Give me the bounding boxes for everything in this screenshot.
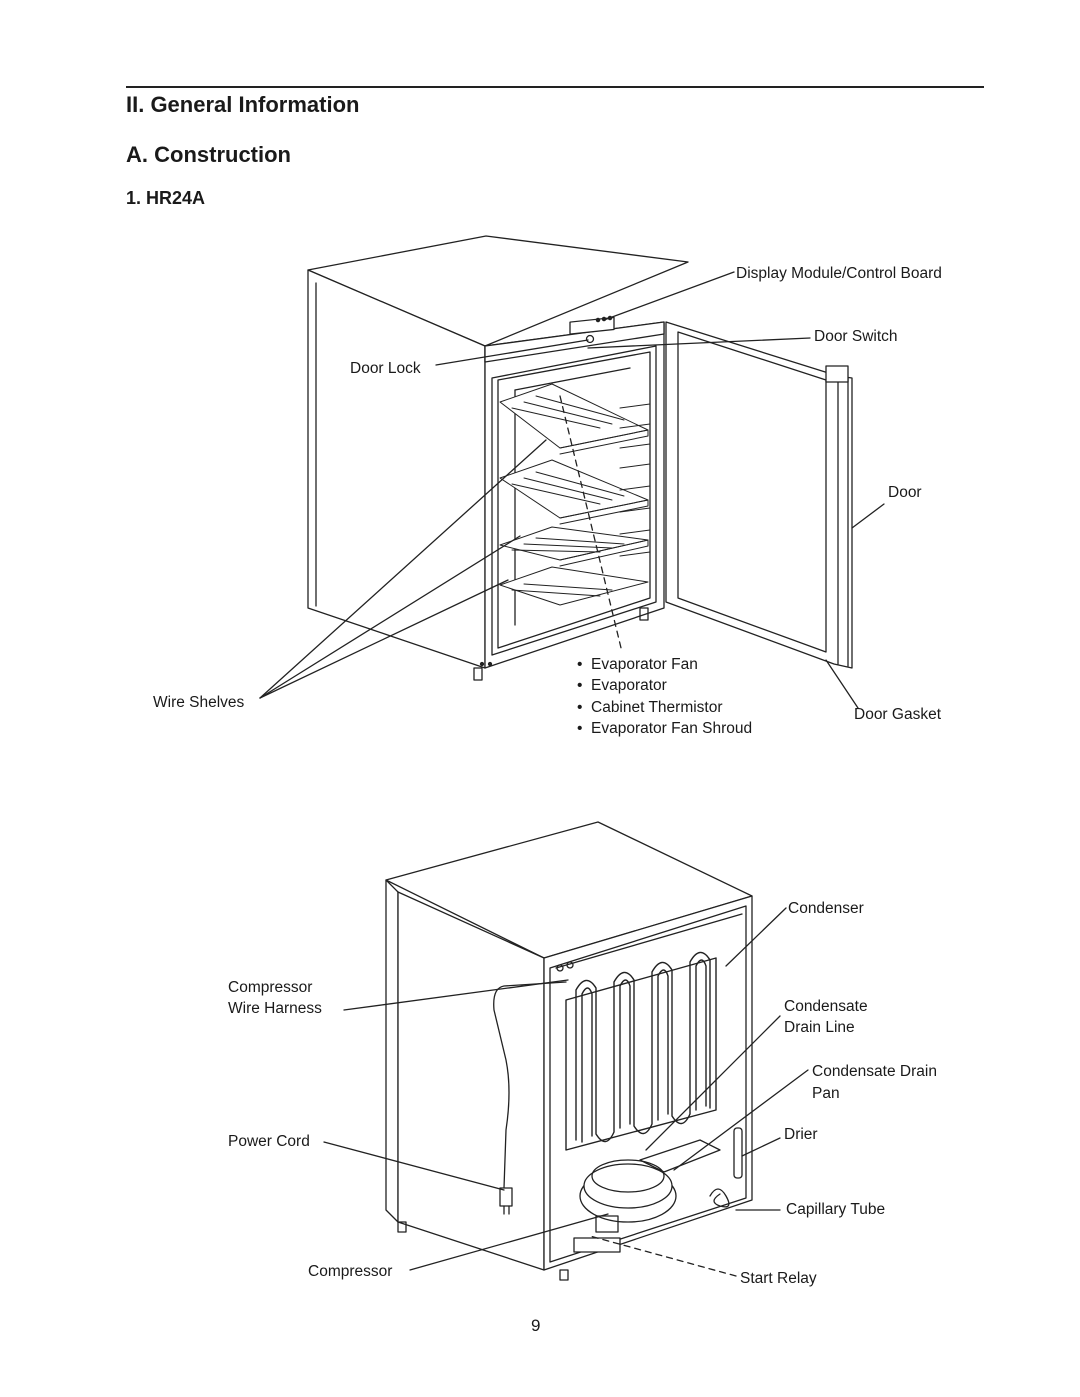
label-condenser: Condenser xyxy=(788,900,864,917)
label-door-switch: Door Switch xyxy=(814,328,898,345)
label-compressor: Compressor xyxy=(308,1263,393,1280)
label-door: Door xyxy=(888,484,922,501)
label-power-cord: Power Cord xyxy=(228,1133,310,1150)
label-wire-shelves: Wire Shelves xyxy=(153,694,245,711)
label-start-relay: Start Relay xyxy=(740,1270,817,1287)
rear-view-unit xyxy=(385,821,753,1281)
front-view-unit xyxy=(307,235,853,681)
label-display-module: Display Module/Control Board xyxy=(736,265,942,282)
subsection-title: A. Construction xyxy=(126,142,291,167)
label-condensate-drain-line-line2: Drain Line xyxy=(784,1019,855,1036)
model-title: 1. HR24A xyxy=(126,188,206,208)
label-door-lock: Door Lock xyxy=(350,360,421,377)
interior-components-list: Evaporator Fan Evaporator Cabinet Thermi… xyxy=(577,654,752,739)
label-condensate-drain-pan-line2: Pan xyxy=(812,1085,840,1102)
section-title: II. General Information xyxy=(126,92,360,117)
label-condensate-drain-pan-line1: Condensate Drain xyxy=(812,1063,937,1080)
list-item: Evaporator Fan Shroud xyxy=(577,718,752,739)
label-drier: Drier xyxy=(784,1126,818,1143)
label-capillary-tube: Capillary Tube xyxy=(786,1201,886,1218)
label-compressor-wire-harness-line2: Wire Harness xyxy=(228,1000,322,1017)
header-rule xyxy=(126,86,984,88)
front-view-leaders xyxy=(259,271,885,709)
list-item: Evaporator xyxy=(577,675,752,696)
list-item: Cabinet Thermistor xyxy=(577,697,752,718)
page-number: 9 xyxy=(531,1316,541,1335)
rear-view-leaders xyxy=(323,907,809,1277)
list-item: Evaporator Fan xyxy=(577,654,752,675)
label-condensate-drain-line-line1: Condensate xyxy=(784,998,868,1015)
label-compressor-wire-harness-line1: Compressor xyxy=(228,979,313,996)
label-door-gasket: Door Gasket xyxy=(854,706,942,723)
